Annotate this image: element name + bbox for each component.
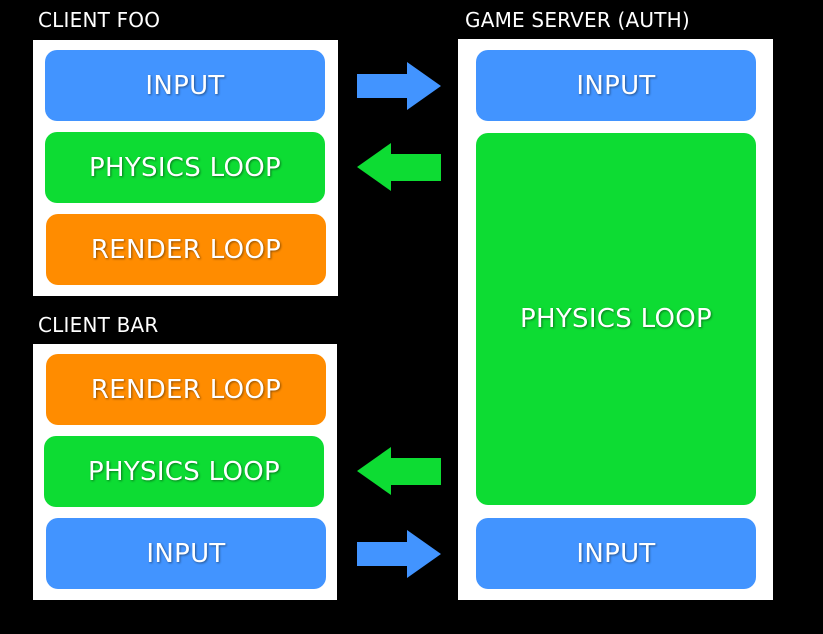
client-foo-render-loop-box: RENDER LOOP (46, 214, 326, 285)
arrow-right-icon (357, 62, 443, 110)
client-foo-panel: INPUT PHYSICS LOOP RENDER LOOP (33, 40, 338, 296)
client-bar-physics-loop-box: PHYSICS LOOP (44, 436, 324, 507)
client-bar-title: CLIENT BAR (38, 313, 159, 337)
client-foo-title: CLIENT FOO (38, 8, 161, 32)
client-foo-input-box: INPUT (45, 50, 325, 121)
client-foo-physics-loop-box: PHYSICS LOOP (45, 132, 325, 203)
client-bar-render-loop-box: RENDER LOOP (46, 354, 326, 425)
server-input-box-bottom: INPUT (476, 518, 756, 589)
server-title: GAME SERVER (AUTH) (465, 8, 690, 32)
server-panel: INPUT PHYSICS LOOP INPUT (458, 39, 773, 600)
arrow-left-icon (357, 447, 443, 495)
client-bar-panel: RENDER LOOP PHYSICS LOOP INPUT (33, 344, 337, 600)
server-input-box-top: INPUT (476, 50, 756, 121)
server-physics-loop-box: PHYSICS LOOP (476, 133, 756, 505)
client-bar-input-box: INPUT (46, 518, 326, 589)
arrow-right-icon (357, 530, 443, 578)
arrow-left-icon (357, 143, 443, 191)
